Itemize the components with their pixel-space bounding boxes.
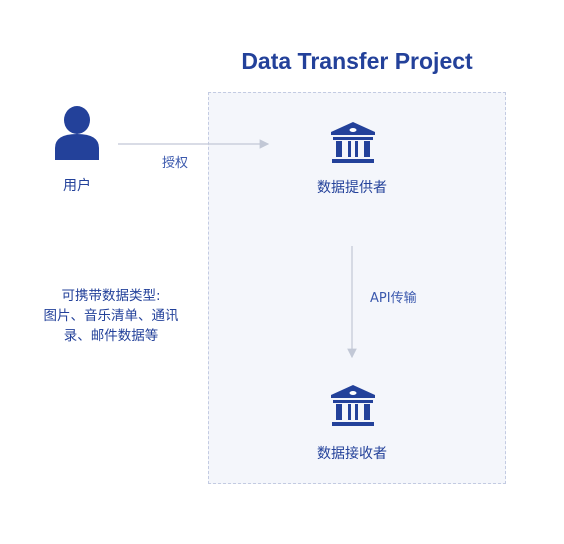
bank-icon: [330, 121, 376, 165]
receiver-label: 数据接收者: [317, 446, 387, 462]
note-line: 可携带数据类型:: [61, 288, 161, 304]
provider-label: 数据提供者: [317, 180, 387, 196]
user-label: 用户: [63, 178, 91, 194]
bank-icon: [330, 384, 376, 428]
authorize-label: 授权: [162, 156, 189, 171]
api-transfer-label: API传输: [370, 291, 417, 306]
diagram-title: Data Transfer Project: [241, 48, 473, 74]
note-line: 图片、音乐清单、通讯: [43, 308, 179, 324]
note-line: 录、邮件数据等: [63, 328, 159, 344]
user-icon: [55, 104, 99, 160]
data-types-note: 可携带数据类型: 图片、音乐清单、通讯 录、邮件数据等: [26, 286, 196, 346]
